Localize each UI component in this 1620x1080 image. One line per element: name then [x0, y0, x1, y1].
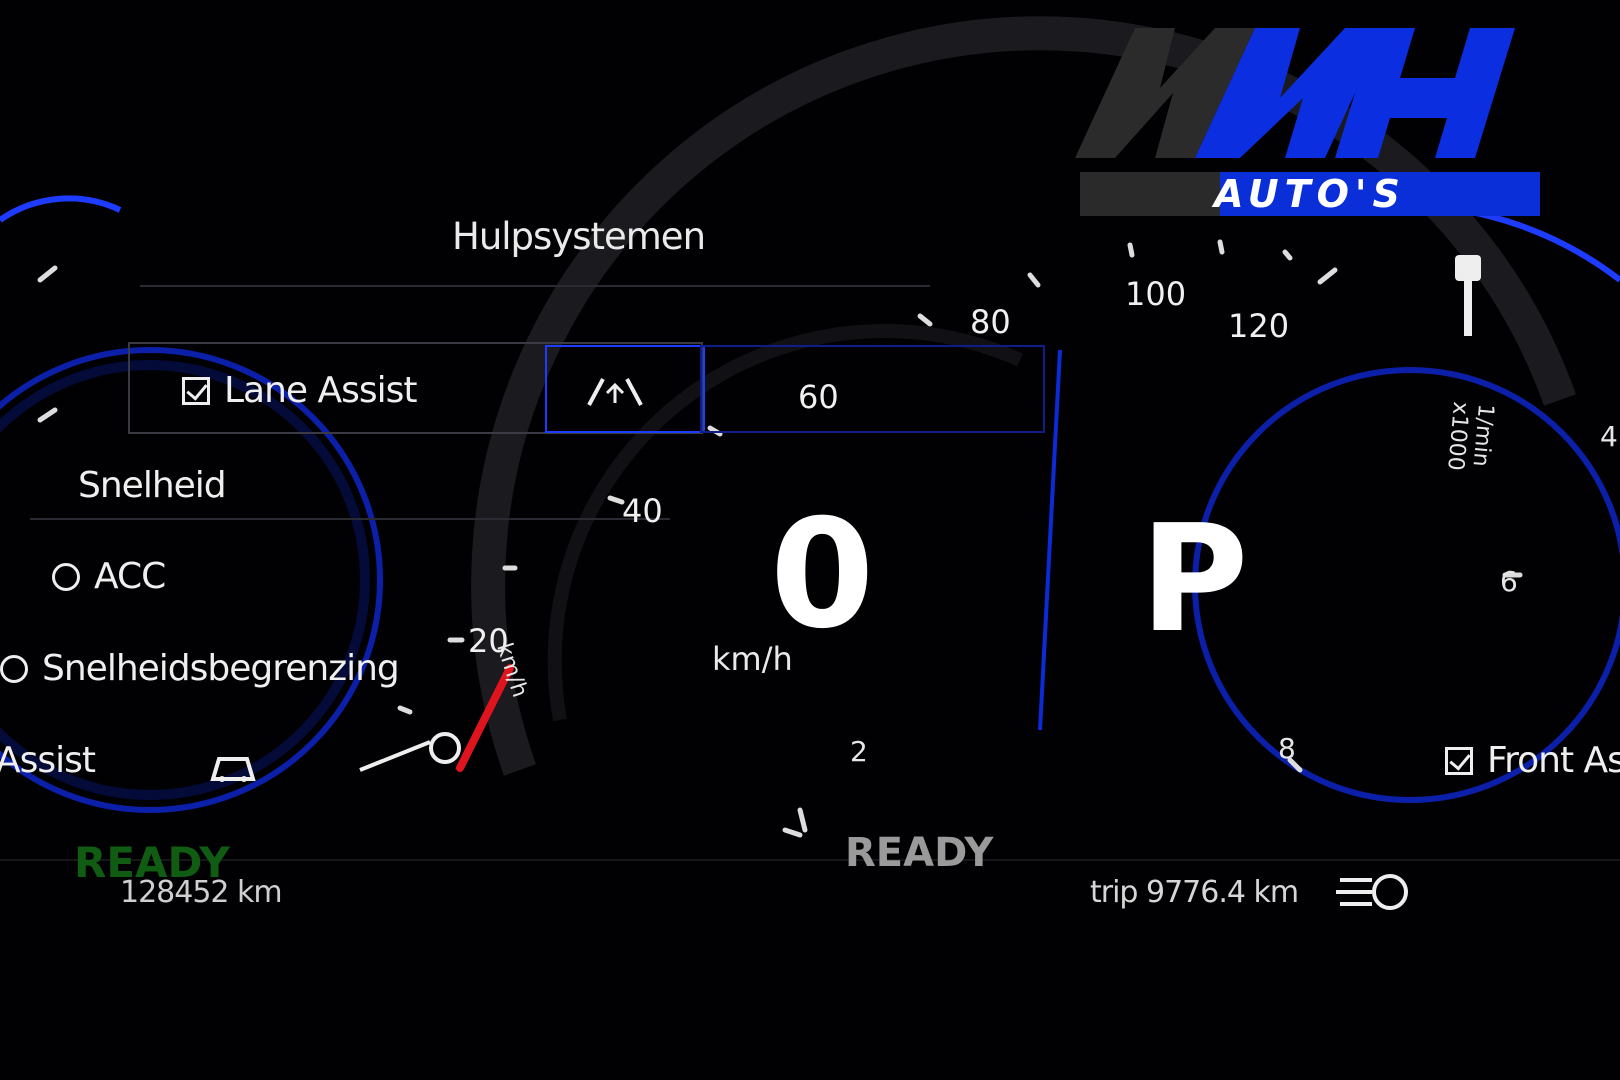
menu-title: Hulpsystemen: [452, 215, 706, 258]
menu-item-speed-header: Snelheid: [78, 465, 227, 506]
ready-indicator-secondary: READY: [74, 838, 230, 887]
menu-item-lane-assist[interactable]: Lane Assist: [182, 370, 418, 411]
speed-limiter-label: Snelheidsbegrenzing: [42, 648, 400, 689]
menu-item-speed-limiter[interactable]: Snelheidsbegrenzing: [0, 648, 400, 689]
rpm-arc-label: 1/min x1000: [1442, 400, 1498, 472]
menu-item-partial-assist: Assist: [0, 740, 96, 781]
front-assist-checkbox[interactable]: [1445, 746, 1473, 775]
left-outer-arc: [0, 195, 122, 223]
dealer-logo-bar: AUTO'S: [1080, 172, 1540, 216]
lane-assist-selection-frame: [545, 345, 705, 433]
odometer-total: 128452 km: [120, 875, 283, 910]
rpm-tick-8: 8: [1278, 732, 1296, 765]
speed-tick-100: 100: [1125, 275, 1187, 313]
rpm-tick-6: 6: [1500, 565, 1518, 598]
rpm-tick-4: 4: [1600, 420, 1618, 453]
dealer-logo-mark: [1075, 28, 1515, 158]
dealer-logo-bar-accent: [1220, 172, 1540, 216]
menu-rule-middle: [30, 518, 670, 520]
speed-tick-20: 20: [468, 622, 509, 660]
left-dial-ring: [0, 347, 383, 813]
speed-section-label: Snelheid: [78, 465, 227, 506]
speed-needle: [456, 664, 514, 772]
rpm-tick-2: 2: [850, 735, 868, 768]
trip-odometer: trip 9776.4 km: [1090, 875, 1299, 910]
cruise-control-icon: [359, 732, 461, 772]
menu-item-front-assist[interactable]: Front Assist: [1445, 740, 1620, 781]
charging-plug-icon: [1455, 255, 1481, 336]
dealer-logo-text: AUTO'S: [1214, 172, 1406, 216]
acc-label: ACC: [94, 556, 166, 597]
acc-radio[interactable]: [52, 562, 80, 591]
center-divider-line: [1038, 349, 1062, 731]
speed-tick-60: 60: [798, 378, 839, 416]
speedometer-inner-arc: [547, 324, 1023, 722]
drive-mode-icon: [1336, 874, 1408, 910]
lane-assist-row-frame: [128, 342, 703, 434]
lane-assist-icon: [587, 378, 643, 406]
right-dial-ring: [1192, 367, 1620, 803]
left-dial-inner-ring: [0, 360, 370, 800]
ready-indicator: READY: [845, 830, 994, 876]
speed-limiter-radio[interactable]: [0, 654, 28, 683]
partial-assist-label: Assist: [0, 740, 96, 781]
front-assist-label: Front Assist: [1487, 740, 1620, 781]
lane-assist-checkbox[interactable]: [182, 376, 210, 405]
speed-tick-40: 40: [622, 492, 663, 530]
speed-tick-80: 80: [970, 303, 1011, 341]
speed-unit-label: km/h: [712, 640, 793, 678]
gear-indicator: P: [1140, 493, 1249, 665]
menu-item-acc[interactable]: ACC: [52, 556, 166, 597]
lane-assist-label: Lane Assist: [224, 370, 418, 411]
speed-tick-120: 120: [1228, 307, 1290, 345]
menu-rule-top: [140, 285, 930, 287]
traffic-jam-assist-icon: [210, 757, 256, 782]
lane-assist-extension-frame: [700, 345, 1045, 433]
speed-readout: 0: [770, 488, 875, 662]
